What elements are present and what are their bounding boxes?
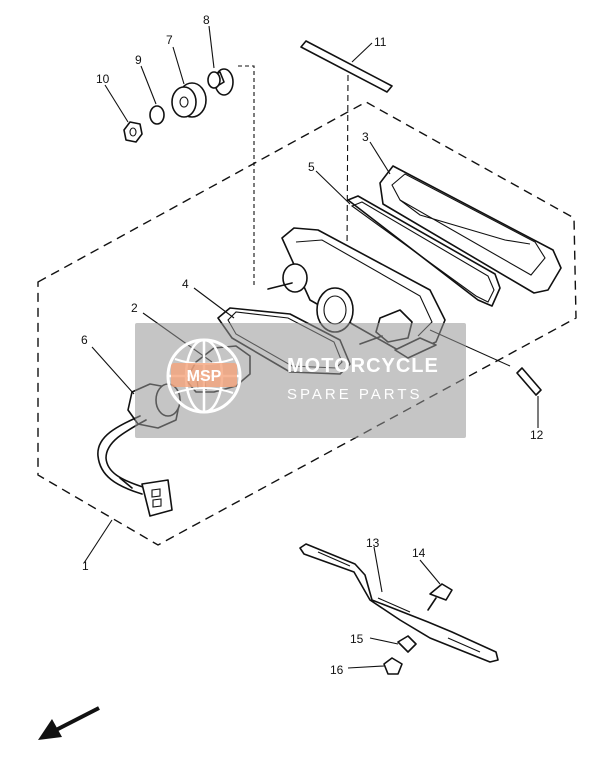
callout-15: 15 <box>350 632 364 646</box>
callout-9: 9 <box>135 53 142 67</box>
assembly-boundary-dashed <box>37 101 577 546</box>
front-direction-arrow-icon <box>38 706 100 740</box>
callout-12: 12 <box>530 428 544 442</box>
pad-part-11 <box>300 40 393 93</box>
callout-10: 10 <box>96 72 110 86</box>
nut-part-15 <box>397 635 417 653</box>
washer-part-9 <box>149 105 165 125</box>
callout-1: 1 <box>82 559 89 573</box>
callout-11: 11 <box>374 35 387 49</box>
globe-logo-icon: MSP <box>166 338 242 414</box>
callout-16: 16 <box>330 663 344 677</box>
bolt-part-14 <box>427 583 453 611</box>
watermark-tagline: SPARE PARTS <box>287 386 423 403</box>
callout-3: 3 <box>362 130 369 144</box>
pad-part-12 <box>516 367 542 396</box>
callout-2: 2 <box>131 301 138 315</box>
callout-13: 13 <box>366 536 380 550</box>
lens-gasket-part-5 <box>347 195 501 307</box>
callout-numbers: 1 2 3 4 5 6 7 8 9 10 11 12 13 14 15 16 <box>81 13 544 677</box>
callout-5: 5 <box>308 160 315 174</box>
collar-part-8 <box>207 68 234 96</box>
callout-6: 6 <box>81 333 88 347</box>
callout-8: 8 <box>203 13 210 27</box>
callout-4: 4 <box>182 277 189 291</box>
tail-lens-part-3 <box>379 165 562 294</box>
nut-part-10 <box>123 121 143 143</box>
callout-14: 14 <box>412 546 426 560</box>
watermark-brand: MOTORCYCLE <box>287 355 439 377</box>
callout-7: 7 <box>166 33 173 47</box>
watermark-logo-text: MSP <box>187 368 222 385</box>
nut-part-16 <box>383 657 403 675</box>
watermark-banner: MSP MOTORCYCLE SPARE PARTS <box>135 323 466 438</box>
license-bracket-part-13 <box>299 543 499 663</box>
grommet-part-7 <box>171 82 207 118</box>
